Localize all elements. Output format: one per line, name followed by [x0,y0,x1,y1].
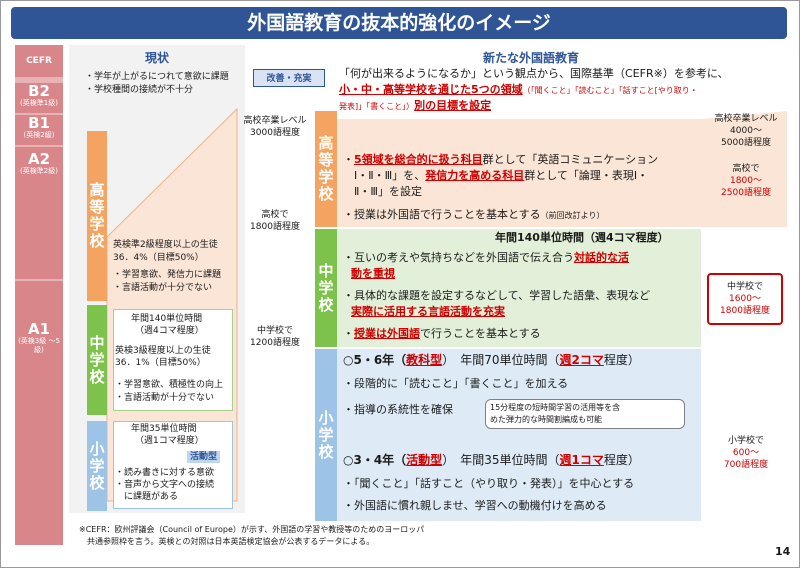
vocab-current-high-2: 3000語程度 [250,128,300,138]
cefr-level-a1: A1 (英検3級 〜5級) [15,281,63,545]
current-high-issue-2: ・言語活動が十分でない [113,283,213,293]
current-high-label: 高等学校 [87,131,107,301]
new-middle-label: 中学校 [315,229,337,347]
new-middle-hours: 年間140単位時間（週4コマ程度） [495,231,669,244]
new-high-label: 高等学校 [315,111,337,227]
current-header: 現状 [144,51,169,65]
current-elem-box [113,421,233,509]
current-bullet-1: ・学年が上がるにつれて意欲に課題 [85,72,229,82]
new-high-point-1a: ・5領域を総合的に扱う科目群として「英語コミュニケーション [343,153,659,166]
current-high-issue-1: ・学習意欲、発信力に課題 [113,270,222,280]
vocab-current-ms-1: 中学校で [256,326,293,336]
vocab-new-hs-3: 2500語程度 [721,188,771,198]
vocab-new-high-2: 4000〜 [730,126,762,136]
new-elem-g56-point-1: ・段階的に「読むこと」「書くこと」を加える [343,377,569,390]
new-middle-band [337,229,701,347]
vocab-current-hs-2: 1800語程度 [250,222,300,232]
vocab-new-high-3: 5000語程度 [721,138,771,148]
current-high-stat-2: 36．4%（目標50%） [113,253,204,263]
vocab-new-ms-3: 1800語程度 [720,306,770,316]
current-middle-hours-1: 年間140単位時間 [131,314,203,324]
vocab-new-ms-2: 1600〜 [729,294,761,304]
current-elem-issue-3: に課題がある [115,492,179,502]
new-high-point-1b: Ⅰ・Ⅱ・Ⅲ」を、発信力を高める科目群として「論理・表現Ⅰ・ [343,169,649,182]
new-elem-g34: ○3・4年（活動型） 年間35単位時間（週1コマ程度） [343,453,640,467]
improve-label: 改善・充実 [253,69,325,87]
vocab-new-ms-1: 中学校で [726,282,763,292]
current-middle-stat-2: 36．1%（目標50%） [115,358,206,368]
vocab-current-hs-1: 高校で [261,210,289,220]
current-middle-label: 中学校 [87,305,107,415]
current-elem-hours-2: （週1コマ程度） [135,436,204,446]
current-middle-stat-1: 英検3級程度以上の生徒 [115,346,211,356]
new-elem-g56: ○5・6年（教科型） 年間70単位時間（週2コマ程度） [343,353,640,367]
current-elem-hours-1: 年間35単位時間 [131,424,197,434]
new-elem-g34-point-2: ・外国語に慣れ親しませ、学習への動機付けを高める [343,499,607,512]
current-middle-issue-2: ・言語活動が十分でない [115,393,215,403]
new-middle-point-1b: 動を重視 [351,267,395,280]
cefr-level-b2: B2 (英検準1級) [15,83,63,113]
new-elem-note: 15分程度の短時間学習の活用等を含 めた弾力的な時間割編成も可能 [485,399,685,429]
new-middle-point-2b: 実際に活用する言語活動を充実 [351,305,505,318]
new-high-band [337,119,701,227]
new-intro-3: 発表]」「書くこと」）別の目標を設定 [339,99,492,112]
new-high-point-2: ・授業は外国語で行うことを基本とする（前回改訂より） [343,208,605,221]
footnote-1: ※CEFR：欧州評議会（Council of Europe）が示す、外国語の学習… [79,525,425,534]
new-high-wedge [701,111,787,227]
current-elem-badge: 活動型 [187,451,221,463]
vocab-new-es-1: 小学校で [727,436,764,446]
current-middle-box [113,309,233,411]
current-middle-issue-1: ・学習意欲、積極性の向上 [115,380,224,390]
cefr-label: CEFR [15,45,63,77]
current-elem-issue-2: ・音声から文字への接続 [115,480,215,490]
footnote-2: 共通参照枠を言う。英検との対照は日本英語検定協会が公表するデータによる。 [87,537,375,546]
new-middle-point-3: ・授業は外国語で行うことを基本とする [343,327,541,340]
vocab-new-hs-1: 高校で [732,164,760,174]
vocab-new-hs-2: 1800〜 [730,176,762,186]
current-elem-label: 小学校 [87,421,107,511]
vocab-current-ms-2: 1200語程度 [250,338,300,348]
current-bullet-2: ・学校種間の接続が不十分 [85,85,194,95]
page-title: 外国語教育の抜本的強化のイメージ [11,7,787,39]
current-elem-issue-1: ・読み書きに対する意欲 [115,468,215,478]
new-elem-band [337,349,701,521]
new-intro-2: 小・中・高等学校を通じた5つの領域（「聞くこと」「読むこと」「話すこと[やり取り… [339,83,698,96]
new-intro-1: 「何が出来るようになるか」という観点から、国際基準（CEFR※）を参考に、 [339,67,729,80]
new-middle-point-2a: ・具体的な課題を設定するなどして、学習した語彙、表現など [343,289,651,302]
vocab-current-high-1: 高校卒業レベル [243,116,307,126]
vocab-new-es-3: 700語程度 [723,460,769,470]
vocab-new-es-2: 600〜 [732,448,760,458]
new-middle-point-1a: ・互いの考えや気持ちなどを外国語で伝え合う対話的な活 [343,251,629,264]
current-high-stat-1: 英検準2級程度以上の生徒 [113,240,218,250]
vocab-new-ms-box [707,273,783,325]
new-elem-g56-point-2: ・指導の系統性を確保 [343,403,453,416]
current-middle-hours-2: （週4コマ程度） [135,326,204,336]
new-elem-label: 小学校 [315,349,337,521]
vocab-new-high-1: 高校卒業レベル [714,114,778,124]
new-header: 新たな外国語教育 [482,51,579,65]
cefr-level-b1: B1 (英検2級) [15,115,63,145]
new-high-point-1c: Ⅱ・Ⅲ」を設定 [343,185,422,198]
cefr-level-a2: A2 (英検準2級) [15,147,63,279]
page-number: 14 [775,545,791,558]
new-elem-g34-point-1: ・「聞くこと」「話すこと（やり取り・発表）」を中心とする [343,477,635,490]
